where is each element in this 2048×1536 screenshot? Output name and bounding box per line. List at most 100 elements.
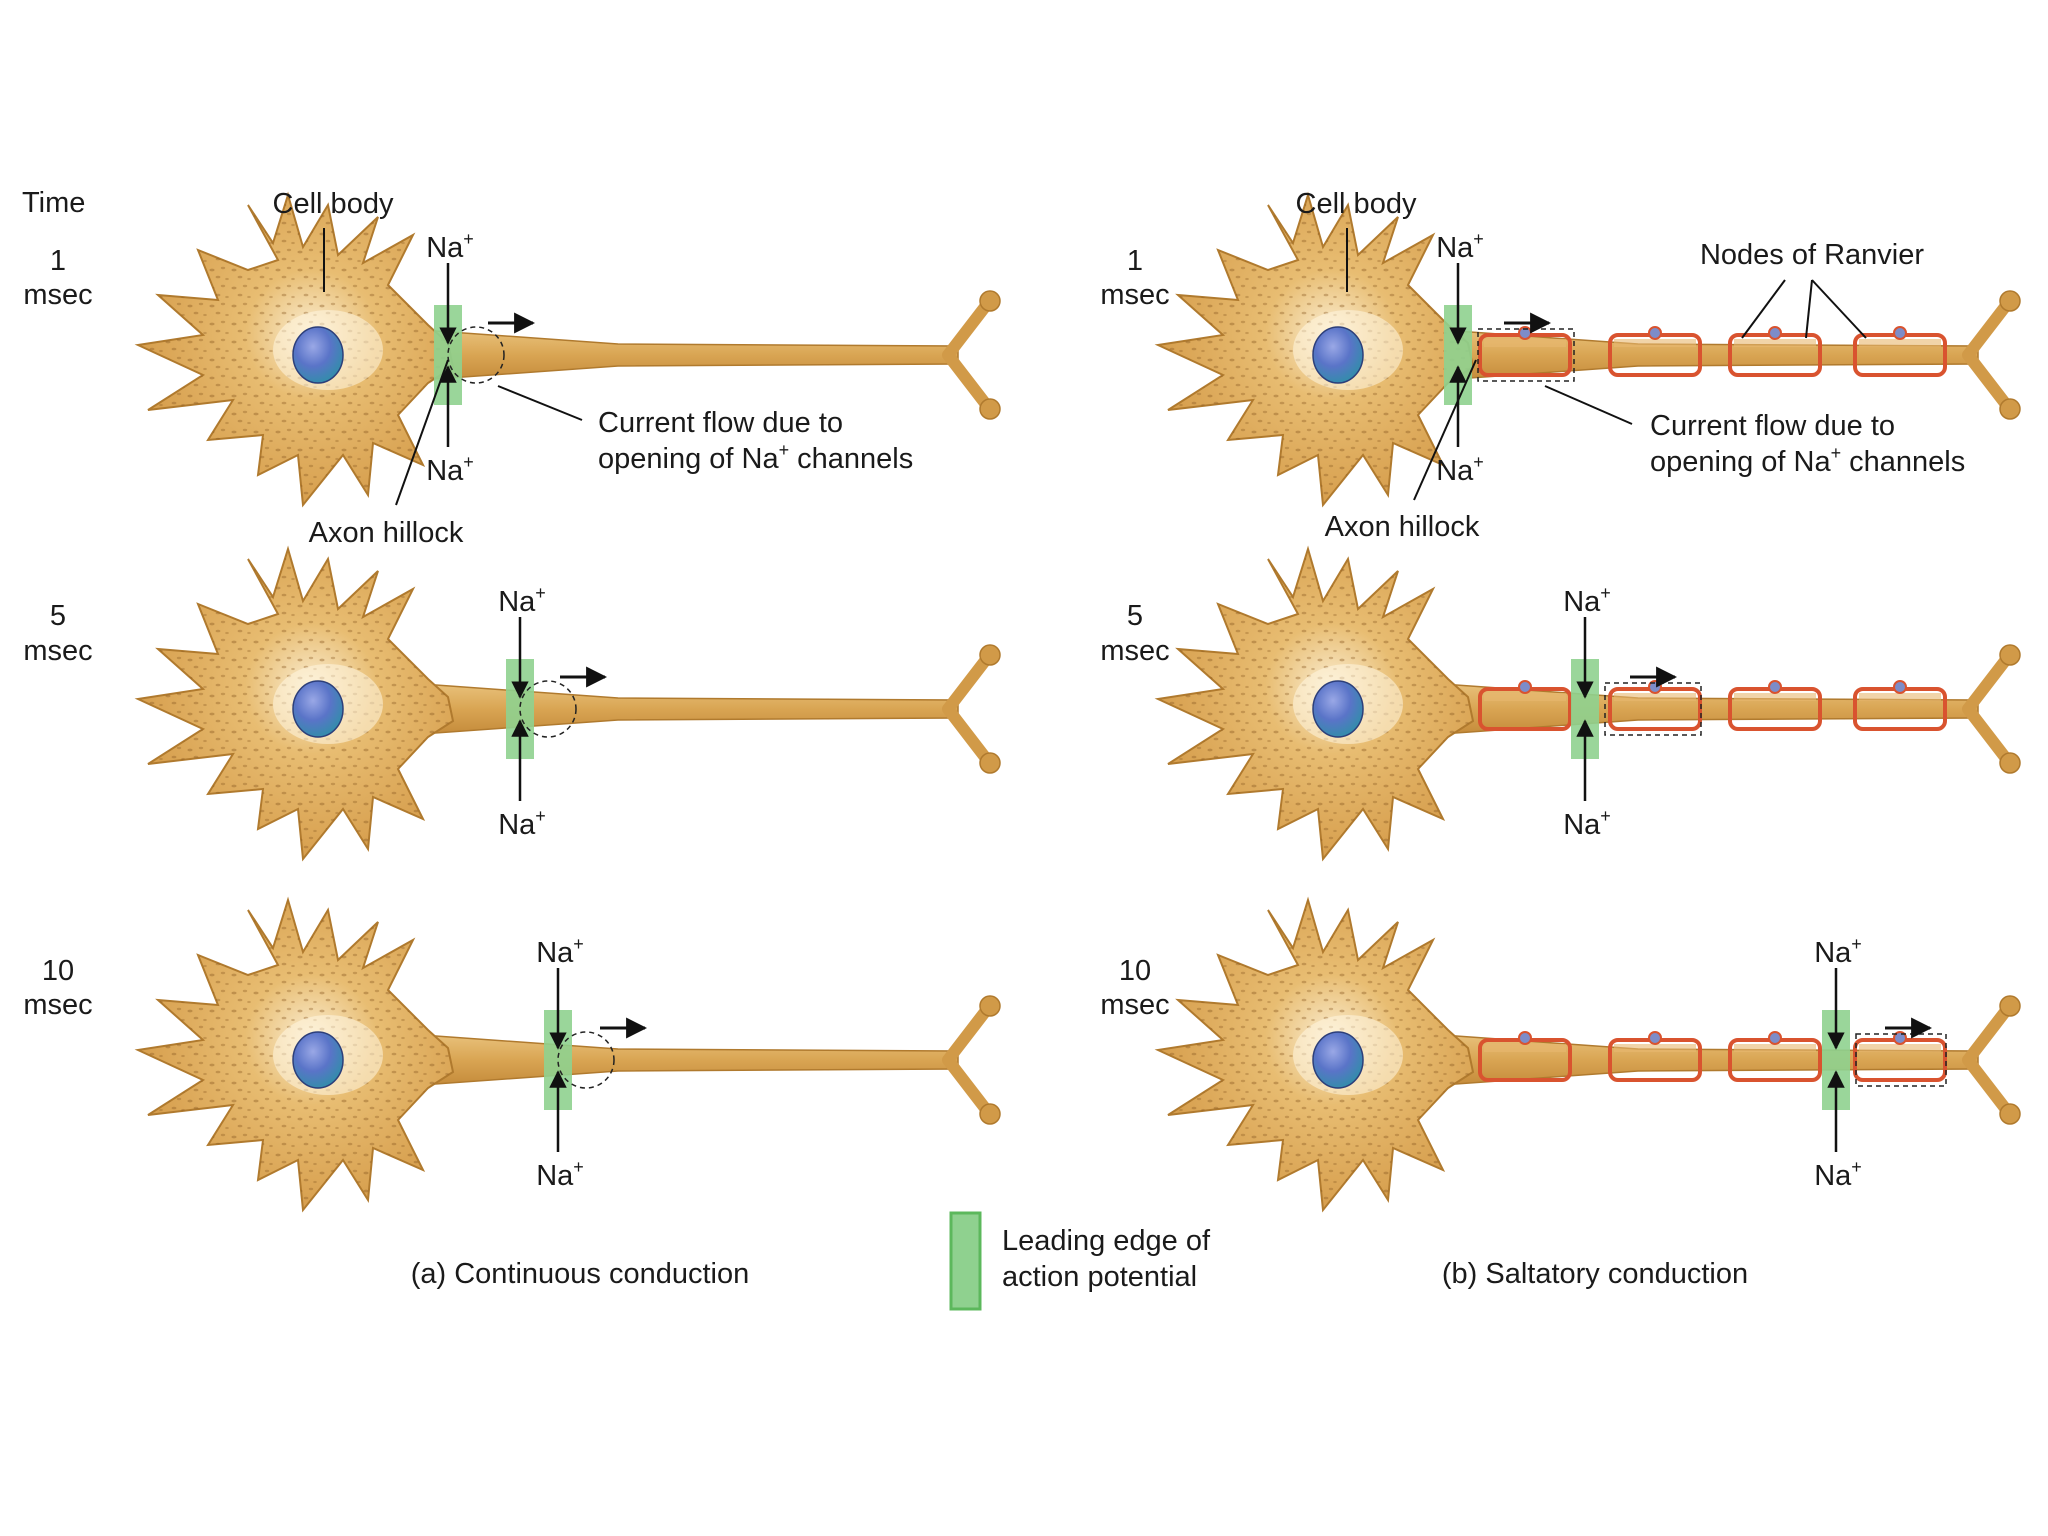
schwann-nucleus [1518, 680, 1532, 694]
nodes-pointer-1 [1741, 279, 1786, 339]
myelin-sheath [1728, 1031, 1822, 1082]
time-b-3-value: 10 [1119, 955, 1151, 987]
terminal-bouton [979, 995, 1001, 1017]
na-label-bottom: Na+ [426, 452, 474, 487]
cell-body [137, 194, 454, 506]
schwann-nucleus [1893, 1031, 1907, 1045]
time-b-2-unit: msec [1100, 635, 1169, 667]
na-label-bottom: Na+ [1814, 1157, 1862, 1192]
na-label-top: Na+ [498, 583, 546, 618]
myelin-sheath [1608, 1031, 1702, 1082]
axon-terminal [1962, 1002, 2014, 1118]
current-flow-region [1477, 328, 1575, 382]
legend-line1: Leading edge of [1002, 1225, 1211, 1257]
axon [407, 1033, 959, 1087]
axon [407, 328, 959, 382]
neuron-b3: Na+ Na+ [1157, 899, 2021, 1211]
time-b-1-unit: msec [1100, 279, 1169, 311]
axon-hillock-pointer-a [395, 359, 449, 506]
neuron-b2: Na+ Na+ [1157, 548, 2021, 860]
time-b-3-unit: msec [1100, 989, 1169, 1021]
myelin-sheath [1853, 326, 1947, 377]
terminal-bouton [979, 290, 1001, 312]
current-flow-pointer-a [497, 385, 583, 421]
na-label-top: Na+ [1436, 229, 1484, 264]
terminal-bouton [1999, 290, 2021, 312]
neuron-a3: Na+Na+ [137, 899, 1001, 1211]
terminal-bouton [1999, 752, 2021, 774]
panel-saltatory: Na+ Na+ Na+ Na+ Na+ Na+ [1157, 194, 2021, 1211]
time-a-1-unit: msec [23, 279, 92, 311]
time-a-3-value: 10 [42, 955, 74, 987]
na-label-bottom: Na+ [498, 806, 546, 841]
myelin-sheath [1728, 326, 1822, 377]
caption-a: (a) Continuous conduction [411, 1258, 750, 1290]
schwann-nucleus [1648, 1031, 1662, 1045]
axon-terminal [942, 651, 994, 767]
current-flow-region [557, 1031, 615, 1089]
schwann-nucleus [1893, 680, 1907, 694]
time-a-3-unit: msec [23, 989, 92, 1021]
cell-body [137, 548, 454, 860]
na-label-top: Na+ [426, 229, 474, 264]
time-heading: Time [22, 187, 85, 219]
current-flow-line2-a: opening of Na+ channels [598, 440, 913, 475]
na-label-bottom: Na+ [536, 1157, 584, 1192]
neuron-a2: Na+ Na+ [137, 548, 1001, 860]
cell-body [137, 899, 454, 1211]
myelin-sheath [1608, 326, 1702, 377]
schwann-nucleus [1518, 1031, 1532, 1045]
axon-hillock-label-b: Axon hillock [1325, 511, 1480, 543]
terminal-bouton [1999, 995, 2021, 1017]
terminal-bouton [979, 752, 1001, 774]
schwann-nucleus [1893, 326, 1907, 340]
panel-continuous: Na+Na+Na+Na+Na+Na+ [137, 194, 1001, 1211]
na-label-bottom: Na+ [1436, 452, 1484, 487]
current-flow-region [1855, 1033, 1947, 1087]
terminal-bouton [1999, 398, 2021, 420]
neuron-a1: Na+ Na+ [137, 194, 1001, 506]
cell-body-label-b: Cell body [1296, 188, 1417, 220]
cell-body [1157, 899, 1474, 1211]
time-b-1-value: 1 [1127, 245, 1143, 277]
myelin-sheath [1608, 680, 1702, 731]
nodes-of-ranvier-label: Nodes of Ranvier [1700, 239, 1924, 271]
neuron-b1: Na+ Na+ [1157, 194, 2021, 506]
na-label-top: Na+ [1563, 583, 1611, 618]
axon-terminal [1962, 297, 2014, 413]
axon-terminal [942, 1002, 994, 1118]
time-a-2-unit: msec [23, 635, 92, 667]
terminal-bouton [1999, 644, 2021, 666]
axon [407, 682, 959, 736]
terminal-bouton [979, 1103, 1001, 1125]
myelin-sheath [1478, 680, 1572, 731]
current-flow-region [447, 326, 505, 384]
cell-body [1157, 548, 1474, 860]
current-flow-region [519, 680, 577, 738]
schwann-nucleus [1768, 1031, 1782, 1045]
nodes-pointer-3 [1811, 279, 1867, 339]
terminal-bouton [1999, 1103, 2021, 1125]
axon-hillock-pointer-b [1413, 359, 1477, 501]
current-flow-line1-a: Current flow due to [598, 407, 843, 439]
legend-swatch [949, 1211, 982, 1311]
terminal-bouton [979, 398, 1001, 420]
legend-line2: action potential [1002, 1261, 1197, 1293]
nodes-pointer-2 [1805, 279, 1813, 339]
cell-body-label-a: Cell body [273, 188, 394, 220]
na-label-bottom: Na+ [1563, 806, 1611, 841]
axon-terminal [1962, 651, 2014, 767]
schwann-nucleus [1648, 326, 1662, 340]
time-b-2-value: 5 [1127, 600, 1143, 632]
na-label-top: Na+ [1814, 934, 1862, 969]
time-a-2-value: 5 [50, 600, 66, 632]
myelin-sheath [1853, 1031, 1947, 1082]
myelin-sheath [1478, 1031, 1572, 1082]
axon-terminal [942, 297, 994, 413]
current-flow-line2-b: opening of Na+ channels [1650, 443, 1965, 478]
time-a-1-value: 1 [50, 245, 66, 277]
terminal-bouton [979, 644, 1001, 666]
cell-body [1157, 194, 1474, 506]
axon-hillock-label-a: Axon hillock [309, 517, 464, 549]
